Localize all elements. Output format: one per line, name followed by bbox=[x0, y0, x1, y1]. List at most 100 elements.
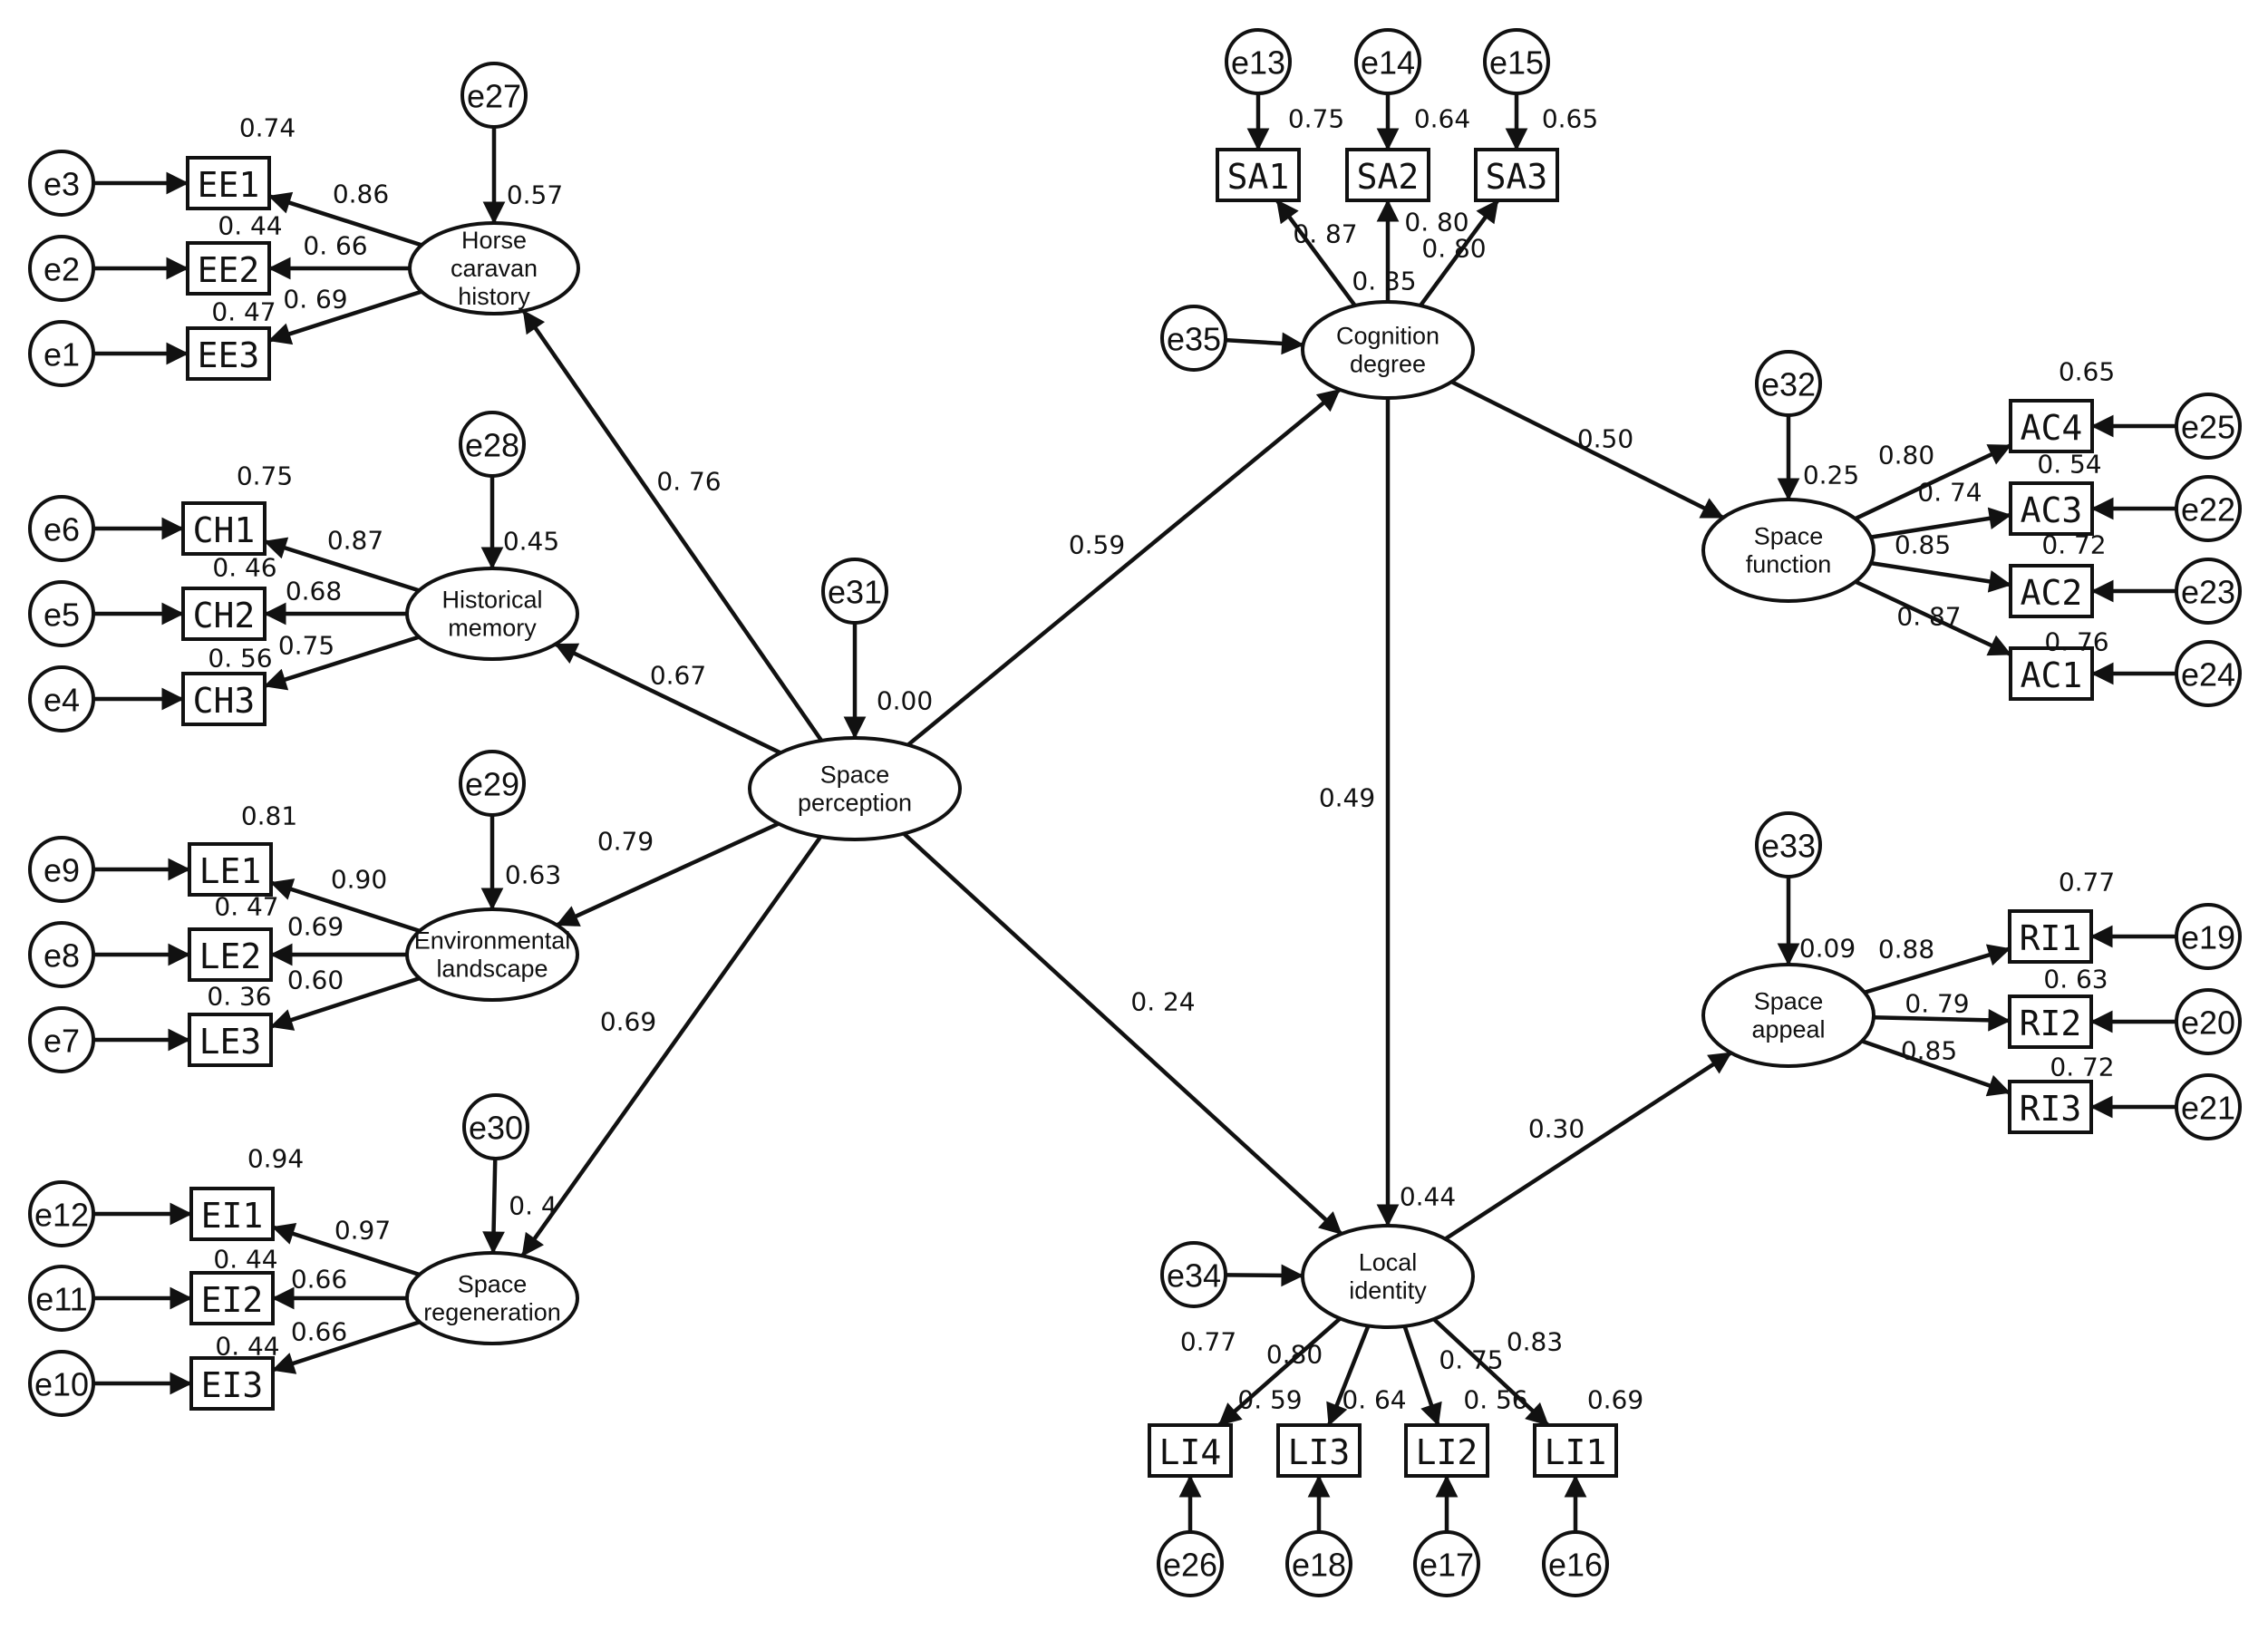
latent-ellipse bbox=[1701, 963, 1875, 1068]
path-arrow-p-regen bbox=[520, 835, 823, 1257]
error-e20: e20 bbox=[2175, 988, 2242, 1055]
r-squared-sa3: 0.65 bbox=[1542, 104, 1598, 134]
error-circle bbox=[1354, 28, 1421, 95]
error-e12: e12 bbox=[28, 1180, 95, 1247]
error-label: e17 bbox=[1420, 1547, 1474, 1584]
error-label: e5 bbox=[44, 597, 80, 634]
nodes-layer: HorsecaravanhistoryHistoricalmemoryEnvir… bbox=[28, 28, 2242, 1597]
loading-arrow-LI3 bbox=[1326, 1324, 1371, 1427]
indicator-ac1: AC1 bbox=[2009, 646, 2094, 701]
indicator-label: LI1 bbox=[1545, 1432, 1607, 1472]
error-e28: e28 bbox=[459, 411, 526, 478]
indicator-box bbox=[189, 1271, 275, 1325]
error-circle bbox=[28, 580, 95, 647]
indicator-label: CH1 bbox=[193, 510, 256, 550]
error-label: e10 bbox=[34, 1366, 89, 1403]
error-e34: e34 bbox=[1160, 1241, 1227, 1308]
error-circle bbox=[1542, 1530, 1609, 1597]
r-squared-ee1: 0.74 bbox=[239, 113, 296, 143]
path-coefficient-p-cog: 0.59 bbox=[1069, 530, 1125, 560]
latent-ellipse bbox=[405, 567, 579, 661]
indicator-label: LI2 bbox=[1416, 1432, 1478, 1472]
r-squared-ee2: 0. 44 bbox=[218, 211, 282, 241]
error-label: e23 bbox=[2181, 574, 2235, 611]
error-e5: e5 bbox=[28, 580, 95, 647]
r-squared-ri2: 0. 63 bbox=[2043, 965, 2108, 994]
error-circle bbox=[28, 150, 95, 217]
path-coefficient-p-env: 0.79 bbox=[597, 827, 654, 857]
indicator-label: RI3 bbox=[2020, 1089, 2082, 1129]
loading-arrow-LI1 bbox=[1432, 1317, 1550, 1427]
latent-label: Space bbox=[820, 762, 890, 789]
r-squared-ac2: 0. 72 bbox=[2041, 530, 2106, 560]
path-arrow-p-cog bbox=[906, 387, 1342, 747]
indicator-label: EI2 bbox=[201, 1280, 264, 1320]
error-label: e32 bbox=[1761, 366, 1816, 403]
r-squared-le2: 0. 47 bbox=[214, 892, 278, 922]
latent-label: regeneration bbox=[423, 1299, 561, 1326]
latent-label: identity bbox=[1349, 1277, 1427, 1305]
latent-label: degree bbox=[1350, 351, 1426, 378]
latent-label: perception bbox=[798, 790, 912, 817]
latent-label: Cognition bbox=[1336, 323, 1439, 350]
indicator-box bbox=[186, 241, 271, 296]
indicator-label: RI1 bbox=[2020, 918, 2082, 958]
r-squared-le1: 0.81 bbox=[241, 801, 297, 831]
error-label: e30 bbox=[469, 1110, 523, 1147]
loading-le3: 0.60 bbox=[287, 965, 344, 995]
indicator-box bbox=[1148, 1423, 1233, 1478]
error-e14: e14 bbox=[1354, 28, 1421, 95]
indicator-label: RI2 bbox=[2020, 1004, 2082, 1043]
path-arrow-p-cog-func bbox=[1450, 380, 1725, 520]
latent-ellipse bbox=[405, 1251, 579, 1345]
indicator-li4: LI4 bbox=[1148, 1423, 1233, 1478]
error-circle bbox=[28, 836, 95, 903]
loading-ei3: 0.66 bbox=[291, 1317, 347, 1347]
latent-label: landscape bbox=[436, 956, 548, 983]
error-e1: e1 bbox=[28, 320, 95, 387]
indicator-ei2: EI2 bbox=[189, 1271, 275, 1325]
indicator-box bbox=[1404, 1423, 1489, 1478]
r-squared-ei2: 0. 44 bbox=[213, 1245, 277, 1275]
error-label: e35 bbox=[1167, 321, 1221, 358]
latent-label: caravan bbox=[451, 255, 538, 282]
r-squared-ch3: 0. 56 bbox=[208, 644, 272, 674]
error-label: e16 bbox=[1548, 1547, 1603, 1584]
r-squared-le3: 0. 36 bbox=[207, 982, 271, 1012]
indicator-label: AC1 bbox=[2021, 655, 2083, 695]
latent-ellipse bbox=[1301, 1224, 1475, 1329]
error-e23: e23 bbox=[2175, 558, 2242, 625]
r-squared-li3: 0. 64 bbox=[1342, 1385, 1406, 1415]
indicator-li1: LI1 bbox=[1533, 1423, 1618, 1478]
r-squared-appeal: 0.09 bbox=[1799, 934, 1856, 964]
error-label: e1 bbox=[44, 336, 80, 374]
indicator-box bbox=[181, 587, 267, 641]
error-circle bbox=[28, 1180, 95, 1247]
error-circle bbox=[462, 1093, 529, 1160]
indicator-ri2: RI2 bbox=[2008, 994, 2093, 1049]
error-e15: e15 bbox=[1483, 28, 1550, 95]
r-squared-sa2: 0.64 bbox=[1414, 104, 1470, 134]
labels-layer: 0. 760.670.790.690.590. 240.490.500.300.… bbox=[207, 104, 2115, 1415]
indicator-box bbox=[2009, 399, 2094, 453]
error-label: e9 bbox=[44, 852, 80, 889]
latent-label: history bbox=[458, 283, 530, 310]
error-circle bbox=[459, 750, 526, 817]
indicator-box bbox=[2008, 909, 2093, 964]
indicator-le2: LE2 bbox=[188, 927, 273, 982]
r-squared-li4: 0. 59 bbox=[1237, 1385, 1302, 1415]
error-label: e27 bbox=[467, 78, 521, 115]
loading-ch1: 0.87 bbox=[327, 526, 383, 556]
error-circle bbox=[1483, 28, 1550, 95]
loading-ei2: 0.66 bbox=[291, 1265, 347, 1295]
error-e17: e17 bbox=[1413, 1530, 1480, 1597]
error-label: e24 bbox=[2181, 656, 2235, 694]
error-circle bbox=[1160, 305, 1227, 372]
indicator-le1: LE1 bbox=[188, 842, 273, 897]
indicator-ch3: CH3 bbox=[181, 672, 267, 726]
